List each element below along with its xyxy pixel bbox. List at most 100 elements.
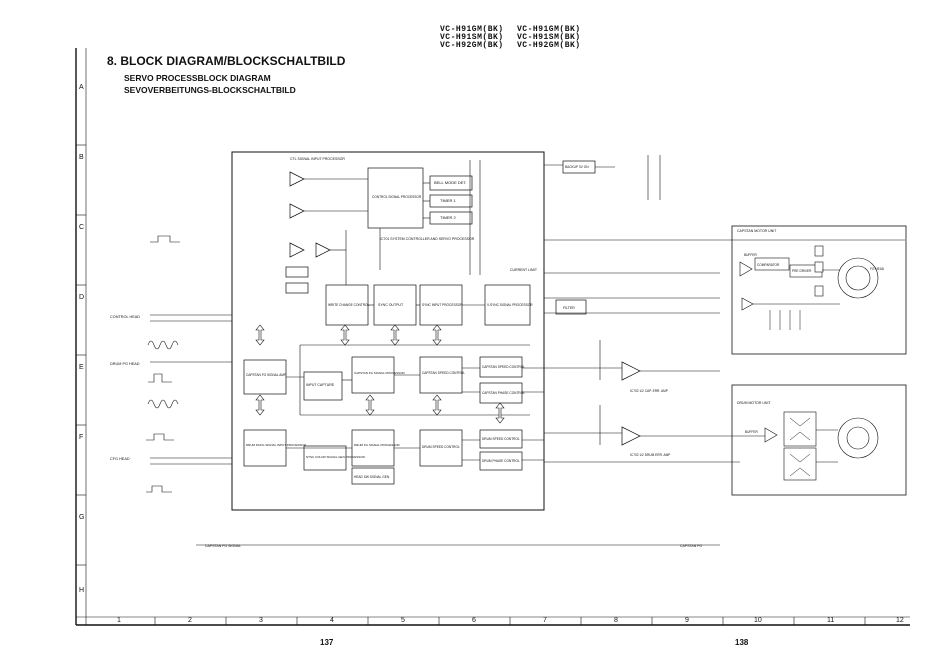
label-sync-output: SYNC OUTPUT xyxy=(378,303,404,307)
row-label-h: H xyxy=(79,587,85,594)
bus-arrow-3 xyxy=(390,324,400,346)
block-drum-phase xyxy=(479,451,523,471)
block-cap-speed2 xyxy=(479,356,523,378)
page-number-right: 138 xyxy=(735,638,749,647)
row-label-a: A xyxy=(79,84,84,91)
block-comparator xyxy=(754,257,790,271)
label-cap-speed: CAPSTAN SPEED CONTROL xyxy=(422,371,465,375)
col-label-3: 3 xyxy=(259,617,263,624)
label-drum-fg-proc: DRUM FG SIGNAL PROCESSOR xyxy=(354,443,401,447)
col-label-9: 9 xyxy=(685,617,689,624)
port-capstan-fg-right: CAPSTAN FG xyxy=(680,544,702,548)
block-head-sw xyxy=(351,467,395,485)
port-drum-pg: DRUM PG HEAD xyxy=(110,362,140,366)
block-vsync xyxy=(484,284,531,326)
label-fg-head: FG HEAD xyxy=(870,267,885,271)
port-control-head: CONTROL HEAD xyxy=(110,315,140,319)
col-label-7: 7 xyxy=(543,617,547,624)
opamp-top-2 xyxy=(289,203,305,219)
model-left-1: VC-H91GM(BK) xyxy=(440,25,504,34)
label-drum-err-amp: IC702 1/2 DRUM ERR. AMP xyxy=(630,453,670,457)
label-input-capture: INPUT CAPTURE xyxy=(306,383,335,387)
label-buffer2: BUFFER xyxy=(745,430,758,434)
model-left-3: VC-H92GM(BK) xyxy=(440,41,504,50)
model-right-2: VC-H91SM(BK) xyxy=(517,33,581,42)
label-bell-mode: BELL MODE DET. xyxy=(434,180,467,185)
bus-arrow-7 xyxy=(432,394,442,416)
label-comparator: COMPARATOR xyxy=(757,263,780,267)
col-label-2: 2 xyxy=(188,617,192,624)
bus-arrow-1 xyxy=(255,324,265,346)
model-right-3: VC-H92GM(BK) xyxy=(517,41,581,50)
block-cap-fg-proc xyxy=(351,356,395,394)
buffer-drum xyxy=(764,427,778,443)
label-ntsc-gen: NTSC COLOR SIGNAL GEN PROCESSOR xyxy=(306,455,366,459)
col-label-5: 5 xyxy=(401,617,405,624)
row-label-e: E xyxy=(79,364,84,371)
ic701-outline xyxy=(231,151,545,511)
subtitle-english: SERVO PROCESSBLOCK DIAGRAM xyxy=(124,73,271,83)
buffer-cap-1 xyxy=(739,261,753,277)
opamp-top-1 xyxy=(289,171,305,187)
subtitle-german: SEVOVERBEITUNGS-BLOCKSCHALTBILD xyxy=(124,85,296,95)
block-amp-small xyxy=(285,282,309,294)
page-number-left: 137 xyxy=(320,638,334,647)
block-drum-ffg xyxy=(243,429,287,467)
col-label-6: 6 xyxy=(472,617,476,624)
opamp-mid-2 xyxy=(315,242,331,258)
label-input-proc: CTL SIGNAL INPUT PROCESSOR xyxy=(290,157,345,161)
model-list-left: VC-H91GM(BK) VC-H91SM(BK) VC-H92GM(BK) xyxy=(440,26,504,50)
bus-arrow-2 xyxy=(340,324,350,346)
label-capstan-motor-unit: CAPSTAN MOTOR UNIT xyxy=(737,229,777,233)
label-cap-fg-proc: CAPSTAN FG SIGNAL PROCESSOR xyxy=(354,371,406,375)
block-cap-phase xyxy=(479,382,523,404)
label-head-sw: HEAD SW SIGNAL GEN. xyxy=(354,475,390,479)
label-drum-speed2: DRUM SPEED CONTROL xyxy=(482,437,520,441)
block-ntsc-gen xyxy=(303,445,347,471)
model-left-2: VC-H91SM(BK) xyxy=(440,33,504,42)
label-cap-err-amp: IC702 1/2 CAP. ERR. AMP xyxy=(630,389,668,393)
page-title: 8. BLOCK DIAGRAM/BLOCKSCHALTBILD xyxy=(107,54,346,68)
row-label-d: D xyxy=(79,294,85,301)
label-timer2: TIMER 2 xyxy=(440,215,457,220)
model-list-right: VC-H91GM(BK) VC-H91SM(BK) VC-H92GM(BK) xyxy=(517,26,581,50)
port-cfg-head: CFG HEAD xyxy=(110,457,130,461)
drum-motor-inner xyxy=(846,426,870,450)
block-filter xyxy=(555,299,587,315)
label-cap-fg: CAPSTAN FG SIGNAL AMP xyxy=(246,373,286,377)
label-drum-motor-unit: DRUM MOTOR UNIT xyxy=(737,401,771,405)
opamp-mid-1 xyxy=(289,242,305,258)
port-capstan-fg-signal: CAPSTAN FG SIGNAL xyxy=(205,544,241,548)
label-drum-phase: DRUM PHASE CONTROL xyxy=(482,459,520,463)
opamp-drum-err xyxy=(621,426,641,446)
col-label-12: 12 xyxy=(896,617,904,624)
ic701-label: IC701 SYSTEM CONTROLLER AND SERVO PROCES… xyxy=(380,237,475,241)
row-label-c: C xyxy=(79,224,85,231)
col-label-10: 10 xyxy=(754,617,762,624)
opamp-cap-err xyxy=(621,361,641,381)
row-label-g: G xyxy=(79,514,85,521)
block-input-capture xyxy=(303,371,343,401)
buffer-cap-2 xyxy=(741,297,754,311)
block-ctl-proc xyxy=(367,167,424,229)
label-buffer1: BUFFER xyxy=(744,253,757,257)
label-drum-speed: DRUM SPEED CONTROL xyxy=(422,445,460,449)
block-cap-fg xyxy=(243,359,287,395)
model-right-1: VC-H91GM(BK) xyxy=(517,25,581,34)
row-label-f: F xyxy=(79,434,84,441)
col-label-1: 1 xyxy=(117,617,121,624)
label-sync-input: SYNC INPUT PROCESSOR xyxy=(422,303,463,307)
label-vsync: V-SYNC SIGNAL PROCESSOR xyxy=(487,303,533,307)
drum-driver-2 xyxy=(783,447,817,481)
label-pre-driver: PRE DRIVER xyxy=(792,269,812,273)
block-comparator-small xyxy=(285,266,309,278)
label-drum-ffg: DRUM FF/FG SIGNAL INPUT PROCESSOR xyxy=(246,443,307,447)
block-drum-speed2 xyxy=(479,429,523,449)
label-ctl-proc: CONTROL SIGNAL PROCESSOR xyxy=(372,195,422,199)
block-write-change xyxy=(325,284,369,326)
bus-arrow-4 xyxy=(432,324,442,346)
label-write-change: WRITE CHANGE CONTROL xyxy=(328,303,369,307)
label-timer1: TIMER 1 xyxy=(440,198,457,203)
